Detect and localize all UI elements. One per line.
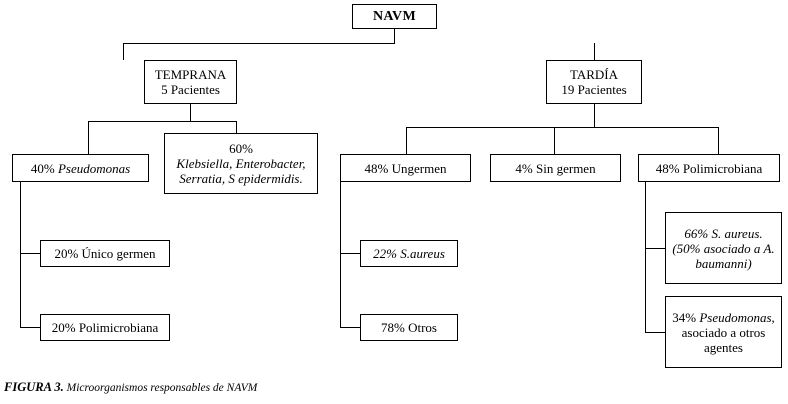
node-tardia-saureus-baumanni-genus: A. xyxy=(763,240,775,256)
connector-tardia-c-spine xyxy=(645,182,646,332)
node-tardia-saureus-baumanni-organism: S. aureus. xyxy=(711,225,763,241)
connector-root-to-tardia xyxy=(594,43,595,60)
node-tardia-saureus-baumanni-line1: 66% S. aureus. xyxy=(684,226,762,241)
node-navm-label: NAVM xyxy=(373,9,416,24)
node-navm[interactable]: NAVM xyxy=(352,4,437,29)
node-tardia-polimicrobiana-label: 48% Polimicrobiana xyxy=(655,160,763,176)
node-temprana-unico-germen[interactable]: 20% Único germen xyxy=(40,240,170,267)
node-temprana-pseudomonas-label: 40% Pseudomonas xyxy=(31,161,130,176)
node-tardia-saureus[interactable]: 22% S.aureus xyxy=(360,240,458,267)
node-temprana-count: 5 Pacientes xyxy=(161,82,220,97)
connector-temprana-a-stub-2 xyxy=(20,327,40,328)
node-tardia-saureus-percent: 22% xyxy=(373,246,401,261)
connector-root-to-temprana xyxy=(123,43,124,60)
connector-tardia-to-b xyxy=(554,127,555,154)
connector-root-bar xyxy=(123,43,395,44)
node-tardia-polimicrobiana[interactable]: 48% Polimicrobiana xyxy=(638,154,780,182)
connector-tardia-c-stub-2 xyxy=(645,332,665,333)
node-temprana[interactable]: TEMPRANA 5 Pacientes xyxy=(144,60,237,104)
node-tardia-saureus-baumanni[interactable]: 66% S. aureus. (50% asociado a A. bauman… xyxy=(665,212,782,284)
node-tardia-otros-label: 78% Otros xyxy=(381,320,437,335)
connector-tardia-stem xyxy=(594,103,595,127)
node-temprana-otros-germenes[interactable]: 60% Klebsiella, Enterobacter, Serratia, … xyxy=(164,133,318,194)
node-tardia-saureus-baumanni-percent: 66% xyxy=(684,225,712,241)
node-tardia-saureus-baumanni-line3: baumanni) xyxy=(695,255,752,271)
node-tardia-ungermen[interactable]: 48% Ungermen xyxy=(340,154,471,182)
figure-caption: FIGURA 3. Microorganismos responsables d… xyxy=(4,380,257,395)
connector-temprana-to-a xyxy=(88,121,89,154)
connector-tardia-to-c xyxy=(718,127,719,154)
connector-temprana-a-stub-1 xyxy=(20,253,40,254)
node-temprana-title: TEMPRANA xyxy=(154,67,227,82)
node-temprana-pseudomonas-percent: 40% xyxy=(30,160,58,176)
connector-tardia-bar xyxy=(406,127,718,128)
node-tardia-pseudomonas-otros-line1: 34% Pseudomonas, xyxy=(672,310,775,325)
node-temprana-polimicrobiana[interactable]: 20% Polimicrobiana xyxy=(40,314,170,341)
connector-tardia-to-a xyxy=(406,127,407,154)
node-tardia-sin-germen[interactable]: 4% Sin germen xyxy=(490,154,621,182)
node-tardia-pseudomonas-otros-line2: asociado a otros xyxy=(681,324,766,340)
node-temprana-otros-percent: 60% xyxy=(229,141,253,156)
figure-caption-text: Microorganismos responsables de NAVM xyxy=(63,382,258,394)
node-tardia-saureus-baumanni-line2: (50% asociado a A. xyxy=(672,241,774,256)
node-temprana-pseudomonas[interactable]: 40% Pseudomonas xyxy=(12,154,149,182)
connector-root-stem xyxy=(394,28,395,43)
connector-tardia-c-stub-1 xyxy=(645,248,665,249)
node-tardia-count: 19 Pacientes xyxy=(561,82,627,97)
node-tardia-saureus-organism: S.aureus xyxy=(400,246,445,261)
node-tardia-pseudomonas-otros[interactable]: 34% Pseudomonas, asociado a otros agente… xyxy=(665,296,782,368)
node-temprana-unico-germen-label: 20% Único germen xyxy=(54,246,156,261)
figure-caption-label: FIGURA 3. xyxy=(4,380,64,394)
node-temprana-polimicrobiana-label: 20% Polimicrobiana xyxy=(51,320,159,335)
node-tardia-pseudomonas-otros-organism: Pseudomonas xyxy=(699,309,772,325)
node-tardia-title: TARDÍA xyxy=(569,67,619,82)
connector-tardia-a-stub-1 xyxy=(340,253,360,254)
node-tardia-otros[interactable]: 78% Otros xyxy=(360,314,458,341)
node-tardia-saureus-label: 22% S.aureus xyxy=(373,246,445,261)
node-temprana-pseudomonas-organism: Pseudomonas xyxy=(57,160,131,176)
node-tardia[interactable]: TARDÍA 19 Pacientes xyxy=(546,60,642,104)
node-tardia-saureus-baumanni-assoc: (50% asociado a xyxy=(672,240,764,256)
connector-temprana-a-spine xyxy=(20,182,21,327)
connector-temprana-bar xyxy=(88,121,236,122)
node-tardia-pseudomonas-otros-line3: agentes xyxy=(704,339,743,355)
connector-tardia-a-stub-2 xyxy=(340,327,360,328)
node-temprana-otros-organisms-1: Klebsiella, Enterobacter, xyxy=(176,156,306,171)
node-tardia-pseudomonas-otros-comma: , xyxy=(771,309,775,325)
connector-temprana-stem xyxy=(190,103,191,121)
node-tardia-sin-germen-label: 4% Sin germen xyxy=(515,160,596,176)
connector-tardia-a-spine xyxy=(340,182,341,327)
node-tardia-ungermen-label: 48% Ungermen xyxy=(364,160,447,176)
node-tardia-pseudomonas-otros-percent: 34% xyxy=(672,309,700,325)
connector-temprana-to-b xyxy=(236,121,237,133)
node-temprana-otros-organisms-2: Serratia, S epidermidis. xyxy=(179,171,303,186)
